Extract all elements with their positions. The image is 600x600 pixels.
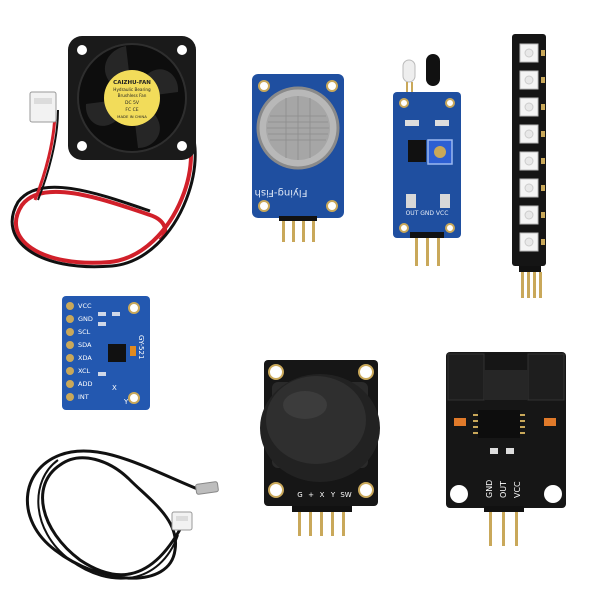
fan-wire-red	[14, 108, 193, 265]
flame-sensor-pin-labels: OUT GND VCC	[406, 210, 449, 217]
joystick-pin-label: X	[320, 491, 325, 499]
speed-sensor-pins	[489, 512, 518, 546]
rgb-led-stick	[512, 34, 546, 298]
flame-sensor-pins	[415, 238, 440, 266]
imu-pin-label: VCC	[78, 302, 92, 310]
fan-label-sticker	[104, 70, 160, 126]
led-pad	[541, 131, 545, 137]
led-pad	[541, 77, 545, 83]
rgb-led-lens	[524, 48, 534, 58]
rgb-led-lens	[524, 210, 534, 220]
temperature-probe	[26, 449, 219, 580]
imu-module: VCC GND SCL SDA XDA XCL ADD INT GY-521 X…	[62, 296, 150, 410]
flame-sensor-module: OUT GND VCC	[393, 54, 461, 266]
led-pad	[541, 212, 545, 218]
imu-pcb	[62, 296, 150, 410]
imu-pin-pads	[66, 302, 74, 401]
led-stick-pins	[521, 272, 542, 298]
flame-sensor-potentiometer	[427, 139, 453, 165]
rgb-led-lens	[524, 75, 534, 85]
rgb-led-lens	[524, 129, 534, 139]
fan-label-line: FC CE	[125, 107, 138, 113]
led-pad	[541, 104, 545, 110]
fan-connector	[29, 91, 57, 123]
gas-sensor-pins	[282, 218, 315, 242]
imu-axis-label: Y	[123, 398, 129, 406]
cooling-fan: CAIZHU-FAN Hydraulic Bearing Brushless F…	[10, 36, 197, 269]
imu-axis-label: X	[112, 384, 117, 392]
imu-pin-label: GND	[78, 315, 93, 323]
imu-pin-label: SDA	[78, 341, 92, 349]
speed-sensor-module: GND OUT VCC	[446, 352, 566, 546]
speed-sensor-ic	[478, 410, 520, 438]
imu-pin-label: XDA	[78, 354, 92, 362]
rgb-led-lens	[524, 183, 534, 193]
flame-sensor-ic	[408, 140, 426, 162]
joystick-pins	[298, 512, 345, 536]
imu-model-label: GY-521	[137, 335, 145, 359]
imu-pin-label: INT	[78, 393, 89, 401]
joystick-pin-label: Y	[330, 491, 336, 499]
fan-wire-black	[10, 104, 197, 269]
imu-pin-label: SCL	[78, 328, 91, 336]
speed-sensor-pin-label: OUT	[499, 481, 508, 498]
joystick-module: G + X Y SW	[260, 360, 380, 536]
fan-label-line: Brushless Fan	[118, 93, 147, 98]
probe-steel-tip	[195, 481, 219, 495]
flame-photodiode	[426, 54, 440, 86]
joystick-pin-label: G	[297, 491, 302, 499]
rgb-led-lens	[524, 237, 534, 247]
probe-cable	[26, 449, 201, 580]
joystick-pin-label: SW	[340, 491, 351, 499]
led-pad	[541, 158, 545, 164]
imu-pin-label: XCL	[78, 367, 91, 375]
imu-chip	[108, 344, 126, 362]
speed-sensor-pin-label: GND	[485, 480, 494, 498]
fan-label-line: MADE IN CHINA	[117, 114, 147, 119]
gas-sensor-silkscreen: Flying-Fish	[255, 187, 308, 198]
led-stick-pcb	[512, 34, 546, 266]
fan-label-line: DC 5V	[125, 100, 140, 106]
led-pad	[541, 50, 545, 56]
speed-sensor-pin-label: VCC	[513, 481, 522, 498]
rgb-led-lens	[524, 102, 534, 112]
ir-led	[402, 59, 416, 83]
gas-sensor-module: Flying-Fish	[252, 74, 344, 242]
joystick-pin-label: +	[308, 491, 314, 499]
imu-pin-label: ADD	[78, 380, 92, 388]
opto-right	[527, 353, 565, 401]
opto-left	[447, 353, 485, 401]
led-pad	[541, 239, 545, 245]
fan-label-line: CAIZHU-FAN	[113, 80, 151, 86]
led-pad	[541, 185, 545, 191]
rgb-led-lens	[524, 156, 534, 166]
fan-label-line: Hydraulic Bearing	[113, 87, 151, 92]
